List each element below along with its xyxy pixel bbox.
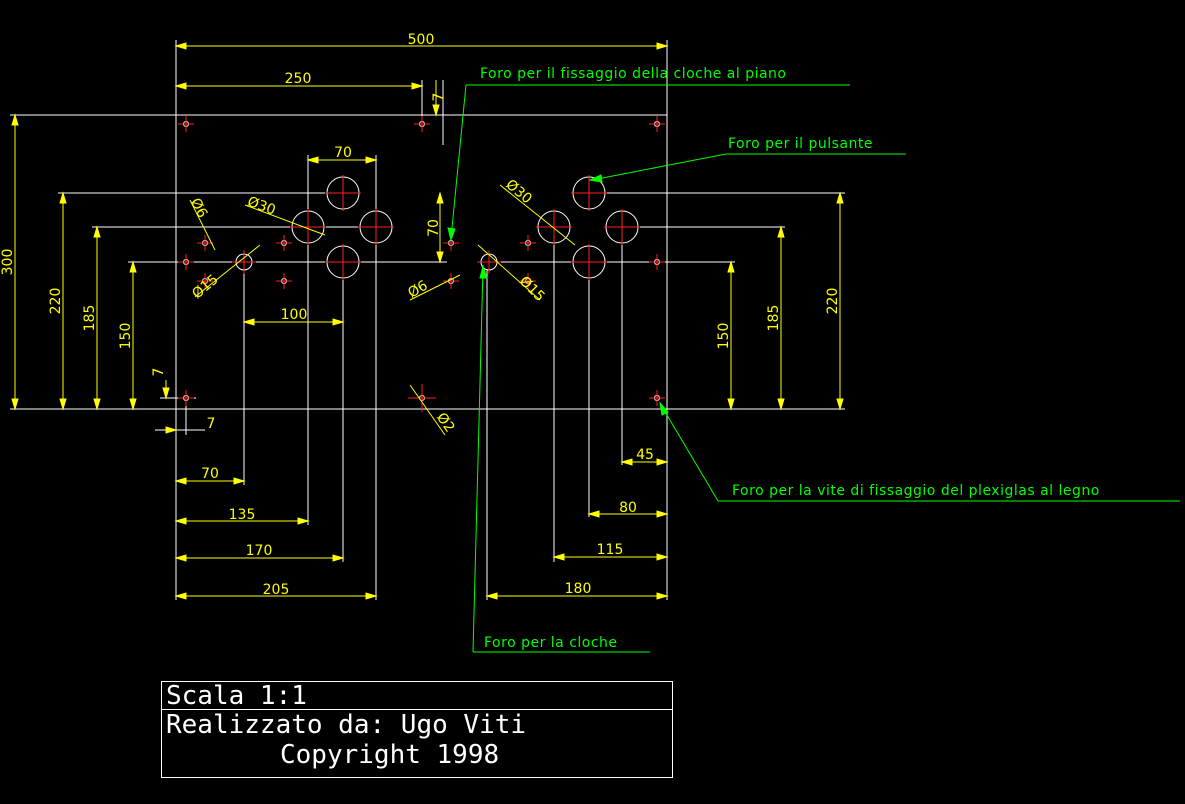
dim-220-left: 220 — [48, 288, 64, 315]
dim-170: 170 — [246, 543, 273, 559]
title-copyright: Copyright 1998 — [280, 740, 500, 770]
title-block: Scala 1:1 Realizzato da: Ugo Viti Copyri… — [161, 681, 673, 778]
dim-150-left: 150 — [118, 323, 134, 350]
dim-100: 100 — [281, 307, 308, 323]
dim-2: Ø2 — [433, 410, 458, 436]
note-screw: Foro per la vite di fissaggio del plexig… — [732, 483, 1100, 499]
dim-70: 70 — [201, 466, 219, 482]
dim-185-left: 185 — [82, 305, 98, 332]
dim-70-top: 70 — [334, 145, 352, 161]
dim-180: 180 — [565, 581, 592, 597]
dim-185-right: 185 — [766, 305, 782, 332]
note-button: Foro per il pulsante — [728, 136, 873, 152]
center-marks — [178, 116, 665, 412]
dim-135: 135 — [229, 507, 256, 523]
holes — [183, 121, 660, 401]
annotation-notes: Foro per il fissaggio della cloche al pi… — [480, 66, 1100, 651]
dim-7-top: 7 — [431, 93, 447, 102]
dim-30-right: Ø30 — [502, 177, 534, 208]
dim-6-left: Ø6 — [187, 196, 210, 221]
dimension-texts: 500 250 7 70 Ø30 Ø6 Ø15 70 Ø30 Ø6 Ø15 30… — [0, 32, 841, 598]
dim-6-right: Ø6 — [405, 278, 430, 302]
dim-115: 115 — [597, 542, 624, 558]
note-fix-cloche: Foro per il fissaggio della cloche al pi… — [480, 66, 787, 82]
dim-500: 500 — [408, 32, 435, 48]
dim-300: 300 — [0, 249, 16, 276]
dim-250: 250 — [285, 71, 312, 87]
note-cloche: Foro per la cloche — [484, 635, 618, 651]
plate-outline — [10, 40, 845, 600]
dim-150-right: 150 — [716, 323, 732, 350]
dim-70-vert: 70 — [426, 219, 442, 237]
dim-80: 80 — [619, 500, 637, 516]
dim-7-bottom: 7 — [207, 416, 216, 432]
dim-30-left: Ø30 — [245, 194, 278, 219]
dim-15-right: Ø15 — [516, 273, 548, 305]
dim-220-right: 220 — [825, 288, 841, 315]
title-scale: Scala 1:1 — [166, 681, 307, 711]
leader-lines — [447, 84, 1180, 653]
dim-205: 205 — [263, 582, 290, 598]
dim-7-side: 7 — [151, 368, 167, 377]
title-author: Realizzato da: Ugo Viti — [166, 710, 527, 740]
title-block-divider — [162, 709, 672, 710]
dim-15-left: Ø15 — [189, 272, 221, 303]
dim-45: 45 — [636, 447, 654, 463]
dimension-lines — [11, 42, 844, 600]
